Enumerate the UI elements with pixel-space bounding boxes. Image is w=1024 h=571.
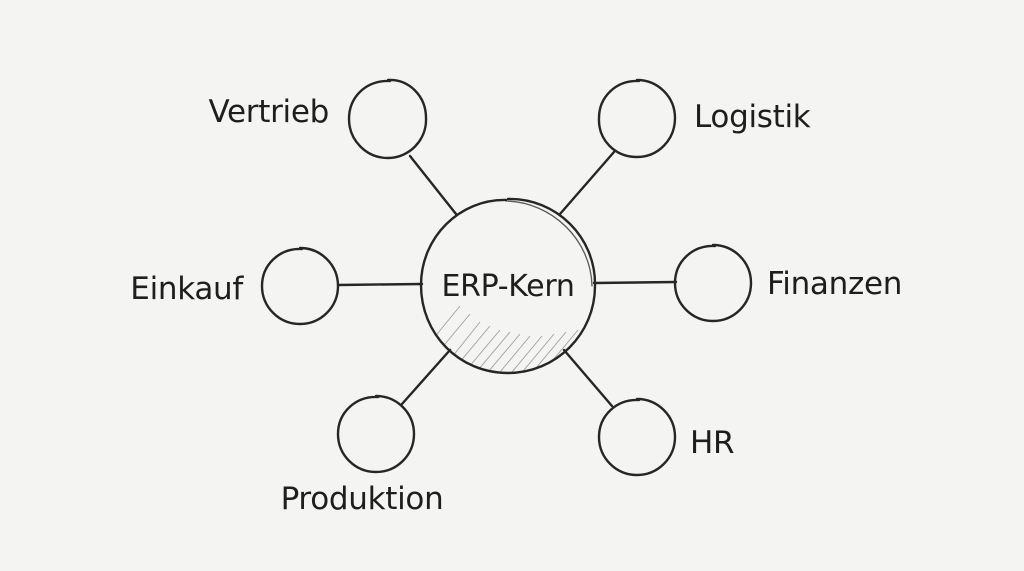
module-label-finanzen: Finanzen [767,266,902,302]
connector-hr [562,348,614,408]
module-node-einkauf: Einkauf [130,246,340,326]
connector-vertrieb [408,154,458,216]
module-circle-hr [597,397,677,477]
connector-finanzen [592,280,678,285]
module-label-hr: HR [690,425,734,461]
module-label-logistik: Logistik [694,99,811,135]
connectors [336,150,678,408]
module-circle-logistik [597,78,677,159]
module-node-finanzen: Finanzen [673,243,902,323]
module-node-hr: HR [597,397,735,477]
module-circle-produktion [336,394,416,474]
core-hatching [423,305,591,372]
core-circle [419,197,597,375]
module-circle-finanzen [673,243,753,323]
module-label-einkauf: Einkauf [130,271,244,307]
module-node-produktion: Produktion [281,394,444,517]
module-circle-vertrieb [347,78,428,160]
module-label-produktion: Produktion [281,481,444,517]
module-circle-einkauf [260,246,340,326]
module-label-vertrieb: Vertrieb [209,94,329,130]
module-node-vertrieb: Vertrieb [209,78,428,160]
connector-produktion [400,348,452,406]
connector-logistik [558,150,616,216]
erp-core-node: ERP-Kern [419,197,597,375]
connector-einkauf [336,282,424,287]
module-node-logistik: Logistik [597,78,811,159]
core-label: ERP-Kern [441,269,574,304]
